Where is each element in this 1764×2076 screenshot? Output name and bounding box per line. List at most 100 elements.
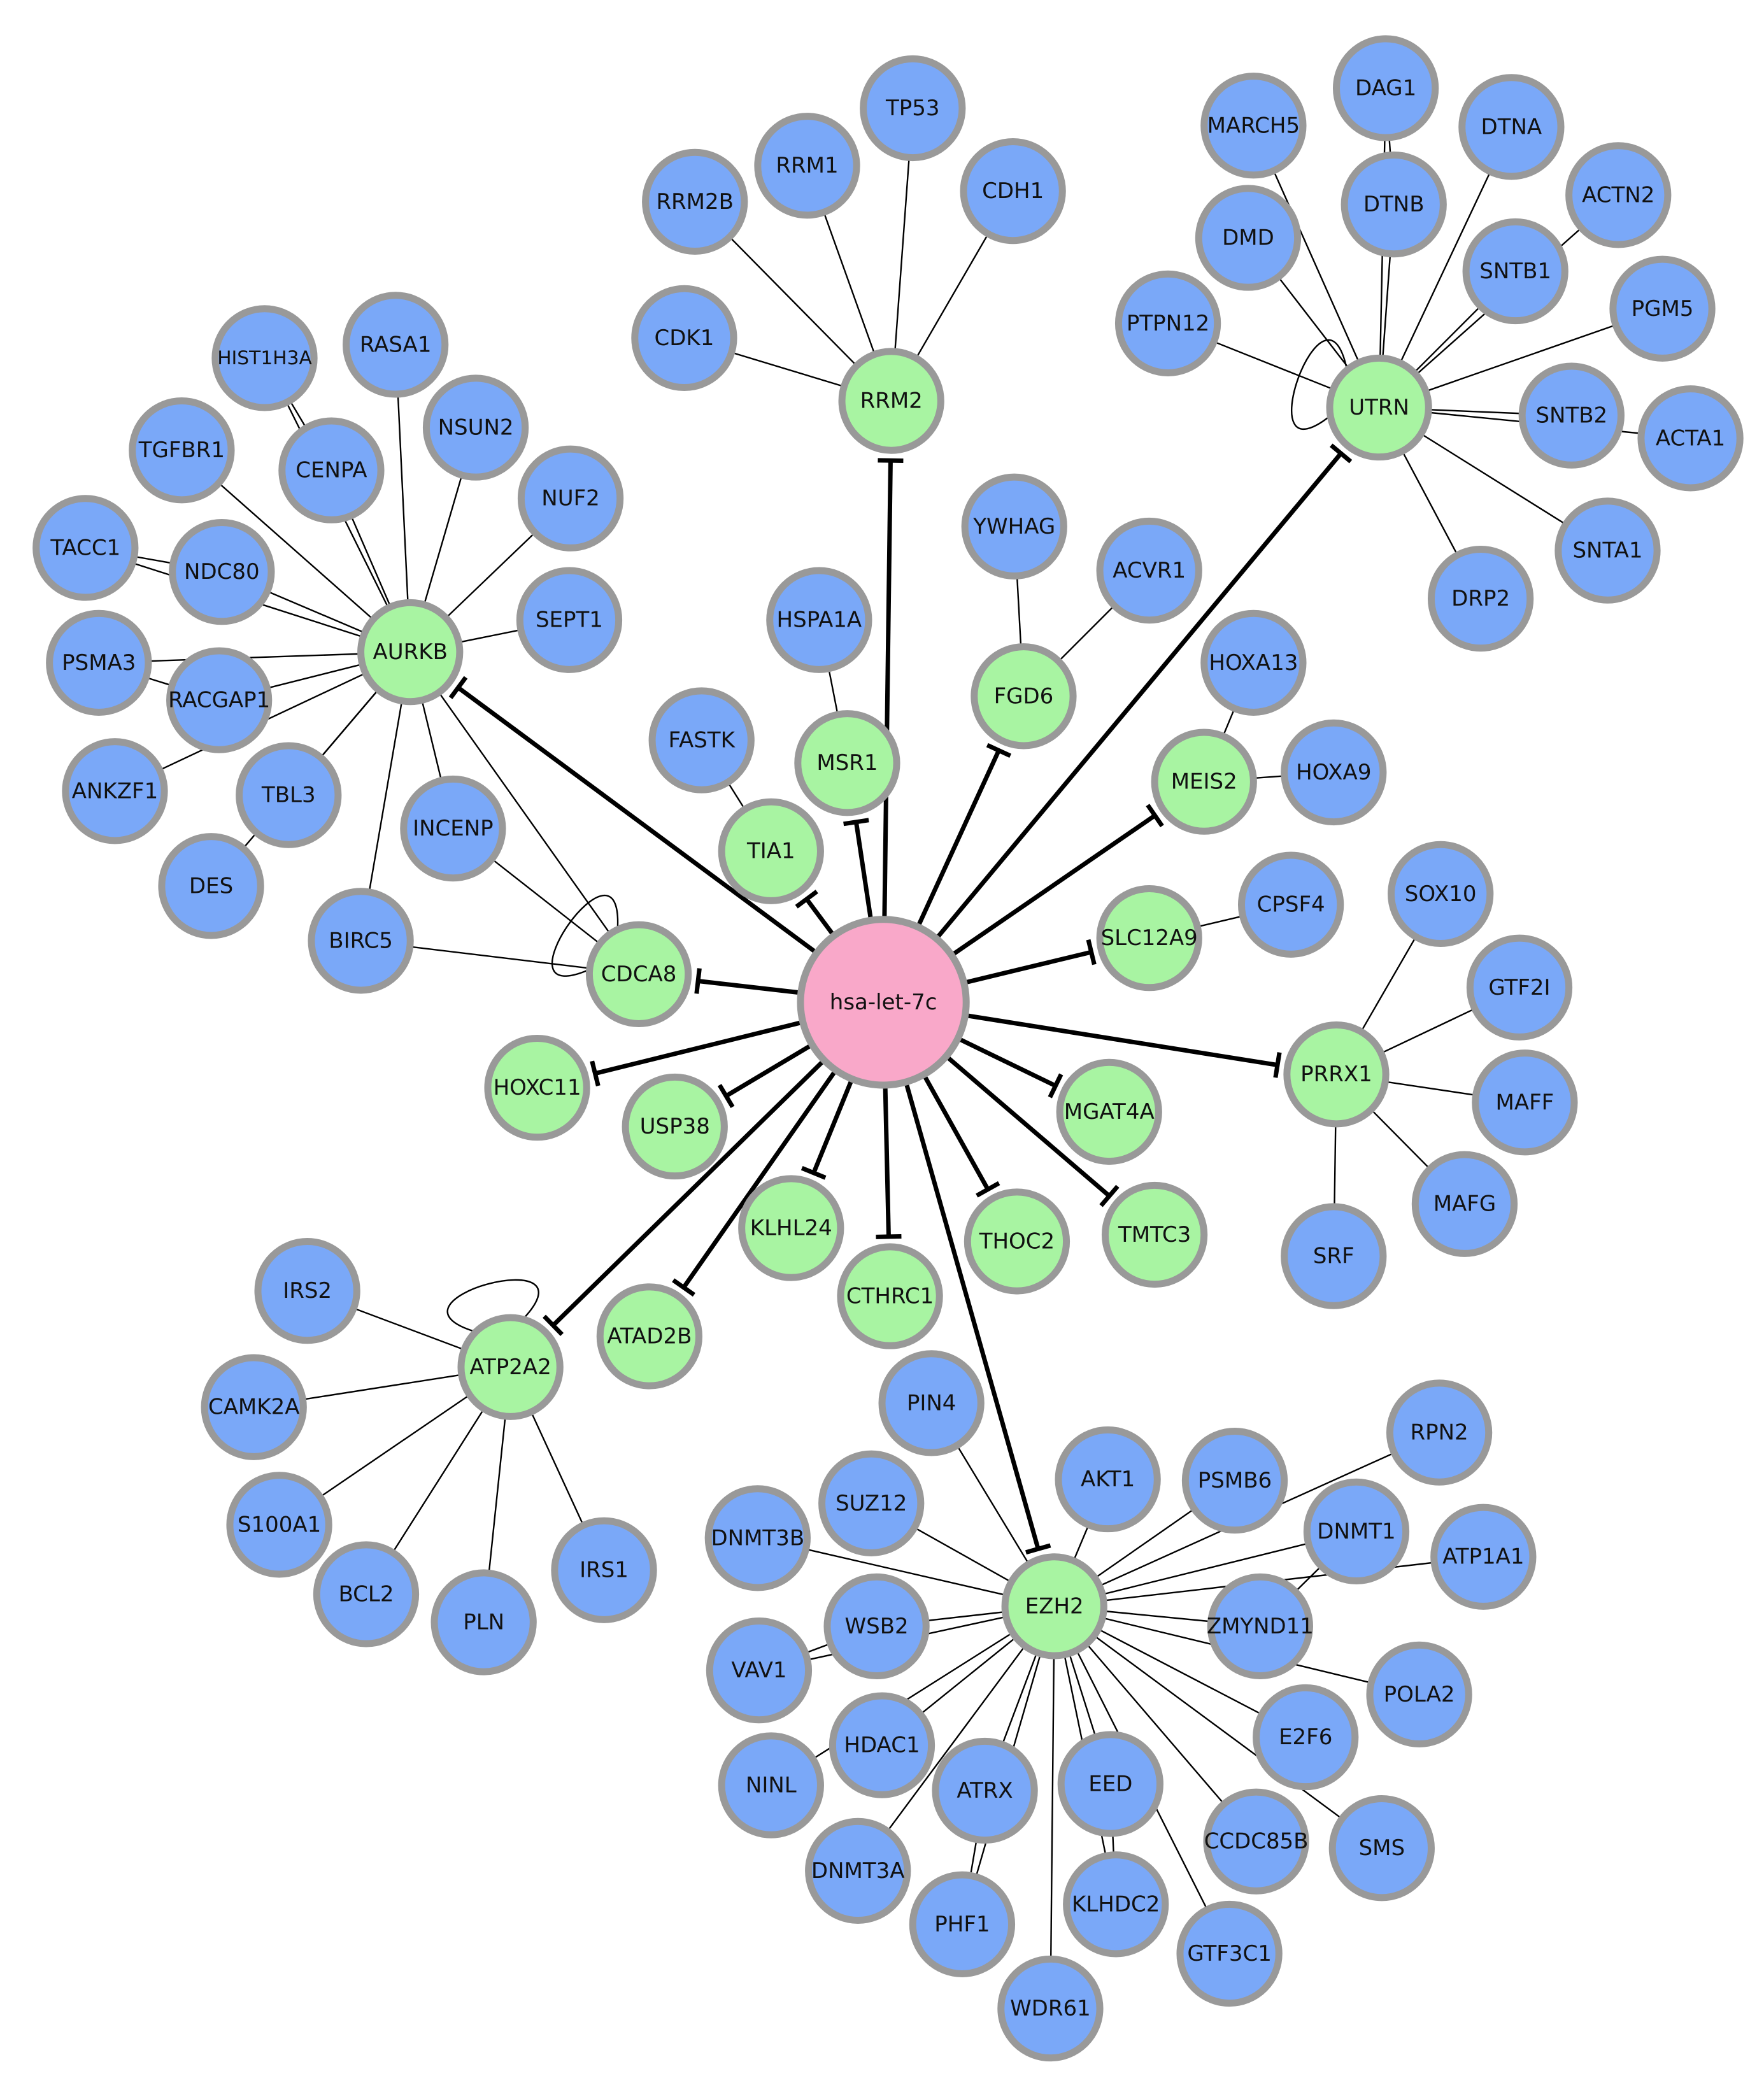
partner-node-gtf3c1[interactable]: GTF3C1 — [1176, 1900, 1283, 2007]
partner-node-klhdc2[interactable]: KLHDC2 — [1063, 1851, 1169, 1958]
partner-node-circle — [211, 305, 318, 411]
target-node-fgd6[interactable]: FGD6 — [971, 643, 1077, 750]
partner-node-e2f6[interactable]: E2F6 — [1253, 1684, 1359, 1791]
partner-node-s100a1[interactable]: S100A1 — [226, 1472, 332, 1578]
partner-node-tp53[interactable]: TP53 — [860, 55, 966, 162]
partner-node-bcl2[interactable]: BCL2 — [313, 1541, 420, 1647]
partner-node-dmd[interactable]: DMD — [1195, 185, 1302, 291]
partner-node-cdh1[interactable]: CDH1 — [960, 138, 1066, 245]
partner-node-pin4[interactable]: PIN4 — [878, 1350, 985, 1456]
partner-node-birc5[interactable]: BIRC5 — [308, 888, 414, 994]
target-node-cthrc1[interactable]: CTHRC1 — [837, 1243, 943, 1349]
partner-node-actn2[interactable]: ACTN2 — [1565, 142, 1672, 248]
partner-node-sox10[interactable]: SOX10 — [1388, 841, 1494, 948]
inhibition-bar — [672, 1278, 695, 1297]
partner-node-sntb1[interactable]: SNTB1 — [1462, 218, 1568, 325]
partner-node-gtf2i[interactable]: GTF2I — [1466, 934, 1573, 1041]
target-node-slc12a9[interactable]: SLC12A9 — [1096, 885, 1202, 992]
target-node-label: TMTC3 — [1118, 1222, 1191, 1248]
partner-node-hoxa13[interactable]: HOXA13 — [1200, 609, 1307, 716]
target-node-meis2[interactable]: MEIS2 — [1151, 729, 1257, 835]
partner-node-irs2[interactable]: IRS2 — [254, 1237, 360, 1344]
partner-node-dnmt1[interactable]: DNMT1 — [1303, 1478, 1410, 1585]
target-node-mgat4a[interactable]: MGAT4A — [1056, 1058, 1162, 1165]
partner-node-tacc1[interactable]: TACC1 — [32, 495, 139, 601]
mirna-node-hsa-let-7c[interactable]: hsa-let-7c — [797, 916, 970, 1089]
partner-node-wsb2[interactable]: WSB2 — [823, 1573, 930, 1679]
target-node-aurkb[interactable]: AURKB — [357, 599, 464, 706]
partner-node-pln[interactable]: PLN — [430, 1569, 537, 1675]
partner-node-des[interactable]: DES — [158, 833, 264, 939]
partner-node-srf[interactable]: SRF — [1281, 1203, 1387, 1309]
partner-node-dnmt3a[interactable]: DNMT3A — [805, 1817, 911, 1924]
target-node-atp2a2[interactable]: ATP2A2 — [457, 1314, 564, 1420]
partner-node-fastk[interactable]: FASTK — [648, 687, 755, 793]
partner-node-rpn2[interactable]: RPN2 — [1386, 1379, 1493, 1486]
partner-node-camk2a[interactable]: CAMK2A — [201, 1354, 307, 1460]
partner-node-cenpa[interactable]: CENPA — [278, 417, 385, 523]
partner-node-atp1a1[interactable]: ATP1A1 — [1430, 1504, 1537, 1610]
partner-node-maff[interactable]: MAFF — [1472, 1049, 1578, 1156]
partner-node-tbl3[interactable]: TBL3 — [236, 742, 342, 848]
partner-node-cdk1[interactable]: CDK1 — [631, 285, 737, 392]
partner-node-sntb2[interactable]: SNTB2 — [1518, 362, 1625, 469]
partner-node-ndc80[interactable]: NDC80 — [169, 519, 275, 625]
partner-node-ankzf1[interactable]: ANKZF1 — [62, 738, 168, 844]
partner-node-sms[interactable]: SMS — [1328, 1795, 1435, 1902]
partner-node-rrm1[interactable]: RRM1 — [754, 113, 860, 219]
partner-node-ninl[interactable]: NINL — [718, 1732, 824, 1838]
partner-node-ccdc85b[interactable]: CCDC85B — [1203, 1788, 1309, 1895]
partner-node-acvr1[interactable]: ACVR1 — [1096, 517, 1202, 624]
partner-node-hspa1a[interactable]: HSPA1A — [766, 567, 872, 673]
partner-node-snta1[interactable]: SNTA1 — [1554, 497, 1661, 604]
partner-node-ywhag[interactable]: YWHAG — [961, 473, 1067, 579]
partner-node-incenp[interactable]: INCENP — [400, 775, 506, 882]
target-node-usp38[interactable]: USP38 — [622, 1073, 728, 1180]
partner-node-pola2[interactable]: POLA2 — [1366, 1641, 1472, 1748]
partner-node-racgap1[interactable]: RACGAP1 — [166, 647, 273, 753]
target-node-thoc2[interactable]: THOC2 — [964, 1188, 1070, 1295]
partner-node-ptpn12[interactable]: PTPN12 — [1114, 270, 1221, 376]
target-node-tia1[interactable]: TIA1 — [718, 798, 824, 904]
partner-node-pgm5[interactable]: PGM5 — [1609, 255, 1716, 362]
partner-node-march5[interactable]: MARCH5 — [1200, 73, 1307, 179]
target-node-klhl24[interactable]: KLHL24 — [738, 1175, 844, 1281]
partner-node-atrx[interactable]: ATRX — [932, 1737, 1038, 1844]
target-node-rrm2[interactable]: RRM2 — [838, 348, 944, 454]
partner-node-cpsf4[interactable]: CPSF4 — [1237, 851, 1344, 958]
partner-node-eed[interactable]: EED — [1057, 1731, 1163, 1837]
partner-node-zmynd11[interactable]: ZMYND11 — [1207, 1573, 1314, 1679]
partner-node-irs1[interactable]: IRS1 — [551, 1517, 657, 1623]
partner-node-hoxa9[interactable]: HOXA9 — [1281, 719, 1387, 826]
target-node-msr1[interactable]: MSR1 — [794, 710, 900, 816]
target-node-cdca8[interactable]: CDCA8 — [585, 921, 692, 1027]
partner-node-akt1[interactable]: AKT1 — [1055, 1426, 1161, 1533]
target-node-prrx1[interactable]: PRRX1 — [1283, 1021, 1390, 1128]
target-node-ezh2[interactable]: EZH2 — [1001, 1553, 1107, 1660]
partner-node-wdr61[interactable]: WDR61 — [997, 1955, 1104, 2062]
target-node-atad2b[interactable]: ATAD2B — [596, 1283, 703, 1390]
target-node-tmtc3[interactable]: TMTC3 — [1101, 1181, 1208, 1288]
partner-node-tgfbr1[interactable]: TGFBR1 — [129, 397, 235, 504]
partner-node-nuf2[interactable]: NUF2 — [517, 445, 624, 551]
partner-node-rasa1[interactable]: RASA1 — [343, 292, 449, 398]
partner-node-phf1[interactable]: PHF1 — [909, 1871, 1016, 1977]
partner-node-vav1[interactable]: VAV1 — [706, 1617, 813, 1724]
partner-node-suz12[interactable]: SUZ12 — [818, 1450, 925, 1556]
partner-node-mafg[interactable]: MAFG — [1411, 1151, 1518, 1257]
target-node-utrn[interactable]: UTRN — [1326, 354, 1432, 461]
partner-node-hdac1[interactable]: HDAC1 — [829, 1692, 935, 1798]
partner-node-sept1[interactable]: SEPT1 — [516, 567, 623, 673]
partner-node-dnmt3b[interactable]: DNMT3B — [704, 1485, 811, 1591]
partner-node-nsun2[interactable]: NSUN2 — [422, 374, 529, 481]
partner-node-dag1[interactable]: DAG1 — [1332, 35, 1439, 141]
partner-node-psmb6[interactable]: PSMB6 — [1181, 1427, 1288, 1534]
partner-node-rrm2b[interactable]: RRM2B — [642, 148, 748, 255]
target-node-hoxc11[interactable]: HOXC11 — [484, 1035, 590, 1141]
partner-node-acta1[interactable]: ACTA1 — [1637, 385, 1744, 492]
partner-node-psma3[interactable]: PSMA3 — [46, 609, 152, 716]
partner-node-dtna[interactable]: DTNA — [1458, 74, 1565, 180]
partner-node-hist1h3a[interactable]: HIST1H3A — [211, 305, 318, 411]
partner-node-drp2[interactable]: DRP2 — [1427, 545, 1534, 652]
partner-node-dtnb[interactable]: DTNB — [1341, 151, 1447, 258]
